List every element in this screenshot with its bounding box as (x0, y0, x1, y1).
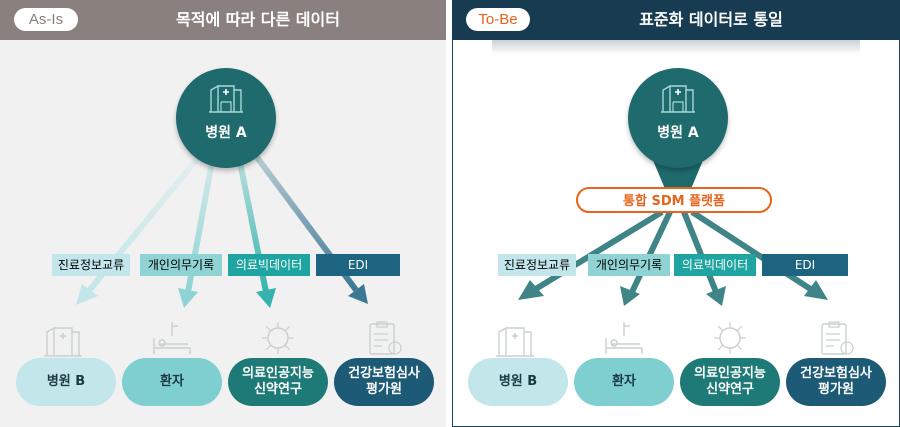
label-edi: EDI (316, 254, 400, 276)
label-personal-record: 개인의무기록 (140, 254, 222, 276)
arrow-to-ai-research (237, 161, 276, 308)
hub-label: 병원 A (205, 125, 247, 141)
dest-hira: 건강보험심사 평가원 (786, 358, 886, 406)
clipboard-check-icon (369, 321, 402, 355)
arrow-to-hira (690, 209, 828, 300)
dest-patient: 환자 (574, 358, 674, 406)
arrow-to-patient (620, 210, 673, 306)
dest-patient: 환자 (122, 358, 222, 406)
arrow-to-hira (253, 154, 368, 304)
arrow-to-ai-research (681, 210, 726, 306)
arrow-to-patient (178, 161, 215, 308)
label-personal-record: 개인의무기록 (588, 254, 670, 276)
label-care-exchange: 진료정보교류 (52, 254, 130, 276)
dest-hospital-b: 병원 B (16, 358, 116, 406)
label-medical-big-data: 의료빅데이터 (228, 254, 310, 276)
panel-title: 목적에 따라 다른 데이터 (176, 10, 340, 29)
hospital-building-icon (661, 84, 695, 113)
panel-title: 표준화 데이터로 통일 (639, 10, 783, 29)
header-shadow (492, 40, 860, 54)
dest-ai-drug-research: 의료인공지능 신약연구 (228, 358, 328, 406)
to-be-badge: To-Be (466, 8, 530, 31)
panel-header: To-Be 표준화 데이터로 통일 (452, 0, 900, 40)
hospital-building-icon (44, 326, 82, 357)
arrow-to-hospital-b (76, 156, 201, 305)
flow-arrows (518, 158, 828, 306)
arrow-to-hospital-b (518, 209, 664, 300)
label-edi: EDI (762, 254, 848, 276)
ai-network-icon (262, 322, 294, 354)
label-medical-big-data: 의료빅데이터 (674, 254, 756, 276)
hospital-a-node: 병원 A (176, 68, 276, 168)
to-be-panel: To-Be 표준화 데이터로 통일 병원 A 통합 (452, 0, 900, 427)
sdm-platform-node: 통합 SDM 플랫폼 (576, 187, 772, 213)
dest-ai-drug-research: 의료인공지능 신약연구 (680, 358, 780, 406)
clipboard-check-icon (821, 321, 854, 355)
dest-hospital-b: 병원 B (468, 358, 568, 406)
trunk-to-platform (652, 158, 704, 196)
hospital-bed-icon (153, 322, 191, 354)
dest-hira: 건강보험심사 평가원 (334, 358, 434, 406)
panel-header: As-Is 목적에 따라 다른 데이터 (0, 0, 446, 40)
hub-label: 병원 A (657, 125, 699, 141)
as-is-panel: As-Is 목적에 따라 다른 데이터 (0, 0, 446, 427)
label-care-exchange: 진료정보교류 (498, 254, 576, 276)
hospital-building-icon (209, 84, 243, 113)
ai-network-icon (714, 322, 746, 354)
hospital-building-icon (496, 326, 534, 357)
hospital-bed-icon (605, 322, 643, 354)
hospital-a-node: 병원 A (628, 68, 728, 168)
as-is-badge: As-Is (14, 8, 78, 31)
